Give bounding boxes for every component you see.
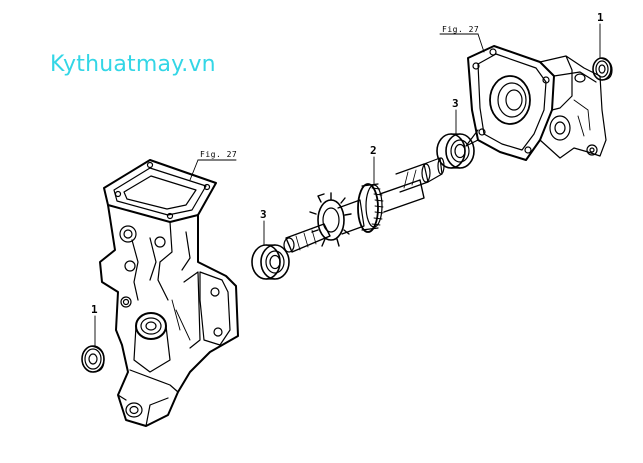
shaft-assembly [283, 157, 445, 253]
callout-bearing-left: 3 [260, 208, 267, 221]
left-seal [81, 345, 105, 373]
right-bearing [436, 133, 475, 169]
callout-bearing-right: 3 [452, 97, 459, 110]
right-housing [465, 45, 607, 161]
fig-ref-left: Fig. 27 [200, 150, 237, 159]
left-bearing [251, 244, 290, 280]
watermark-text: Kythuatmay.vn [50, 52, 216, 77]
callout-seal-left: 1 [91, 303, 98, 316]
left-housing [99, 159, 239, 427]
fig-ref-right: Fig. 27 [442, 25, 479, 34]
leader-lines [94, 23, 601, 347]
right-seal [592, 57, 613, 81]
callout-shaft: 2 [370, 144, 377, 157]
callout-seal-top: 1 [597, 11, 604, 24]
